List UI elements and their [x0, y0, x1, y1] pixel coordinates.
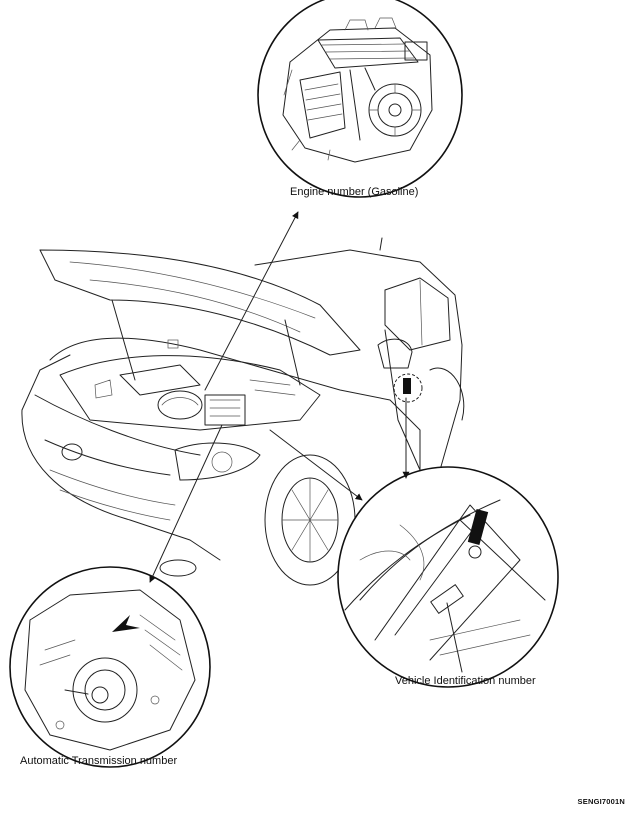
vin-plate-leader	[446, 602, 463, 673]
engine-number-label: Engine number (Gasoline)	[290, 186, 419, 198]
vehicle-illustration	[21, 237, 465, 586]
transmission-leader-arrow	[149, 424, 223, 583]
vin-label: Vehicle Identification number	[395, 675, 536, 687]
engine-illustration	[282, 17, 433, 163]
vin-plate-illustration	[344, 499, 546, 661]
engine-detail-circle	[257, 0, 463, 198]
vin-detail-circle	[337, 466, 559, 688]
vin-leader-arrow	[269, 429, 363, 501]
figure-code: SENGI7001N	[577, 797, 625, 806]
engine-leader-arrow	[204, 211, 299, 391]
transmission-number-label: Automatic Transmission number	[20, 755, 178, 767]
transmission-illustration	[24, 589, 196, 751]
leader-lines	[149, 211, 463, 673]
transmission-detail-circle	[9, 566, 211, 768]
